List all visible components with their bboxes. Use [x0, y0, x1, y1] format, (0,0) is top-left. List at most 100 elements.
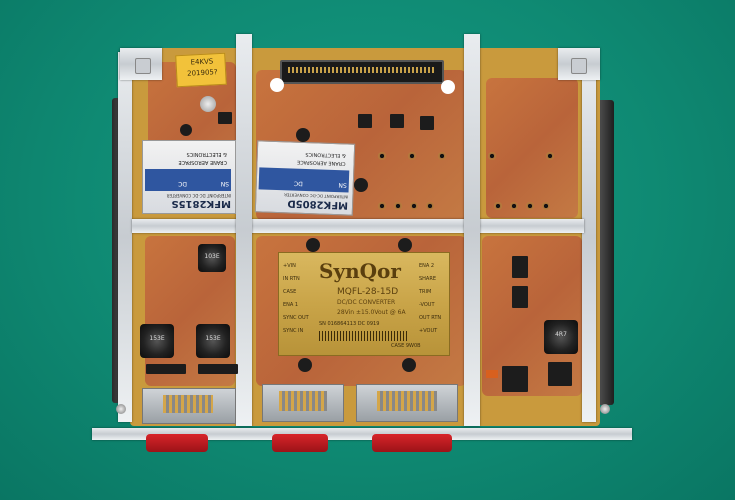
via-5 [394, 202, 402, 210]
module-left-line3: & ELECTRONICS [186, 151, 227, 157]
module-left-text: MFK2815S INTERPOINT DC-DC CONVERTER CRAN… [145, 143, 231, 209]
frame-horizontal-bar [132, 219, 584, 233]
synqor-case: CASE 9W0B [391, 343, 421, 349]
synqor-pin-left-5: SYNC OUT [283, 315, 309, 321]
via-7 [426, 202, 434, 210]
synqor-logo: SynQor [319, 259, 401, 283]
capacitor-black-2 [354, 178, 368, 192]
dsub-connector-left [142, 388, 236, 424]
via-12 [526, 202, 534, 210]
inductor-1: 103E [198, 244, 226, 272]
synqor-pin-right-4: -VOUT [419, 302, 435, 308]
via-9 [546, 152, 554, 160]
capacitor-black-6 [402, 358, 416, 372]
module-left-line2: CRANE AEROSPACE [178, 159, 227, 165]
dsub-connector-right [356, 384, 458, 422]
tape-label-line1: E4KVS [190, 57, 214, 67]
red-dust-cover-mid [272, 434, 328, 452]
module-left-line1: INTERPOINT DC-DC CONVERTER [166, 193, 231, 198]
ic-bottom-right-1 [512, 256, 528, 278]
synqor-pins-right: ENA 2 SHARE TRIM -VOUT OUT RTN +VOUT [419, 263, 447, 341]
synqor-pin-left-2: IN RTN [283, 276, 300, 282]
module-left-brand: MFK2815S [171, 198, 231, 209]
copper-zone-top-right [486, 78, 578, 218]
synqor-model: MQFL-28-15D [337, 287, 399, 297]
base-plate [92, 428, 632, 440]
backplane-connector [280, 60, 444, 84]
red-dust-cover-left [146, 434, 208, 452]
synqor-pin-right-5: OUT RTN [419, 315, 442, 321]
via-1 [378, 152, 386, 160]
capacitor-black-4 [398, 238, 412, 252]
synqor-pin-left-6: SYNC IN [283, 328, 304, 334]
frame-vertical-bar-left [236, 34, 252, 426]
via-13 [542, 202, 550, 210]
inductor-2-label: 153E [149, 335, 165, 342]
frame-left [118, 52, 132, 422]
synqor-pin-right-2: SHARE [419, 276, 436, 282]
module-left-sn: SN [220, 180, 229, 187]
synqor-pin-right-1: ENA 2 [419, 263, 435, 269]
module-mid-sn: SN [338, 181, 347, 189]
ic-top-mid-1 [358, 114, 372, 128]
synqor-pin-left-1: +VIN [283, 263, 296, 269]
tape-label: E4KVS 201905? [175, 52, 227, 88]
inductor-4-label: 4R7 [555, 331, 567, 338]
corner-hole-left [135, 58, 151, 74]
ic-bottom-right-2 [512, 286, 528, 308]
ic-bottom-left-row-2 [198, 364, 238, 374]
dsub-connector-mid [262, 384, 344, 422]
frame-right [582, 52, 596, 422]
via-4 [378, 202, 386, 210]
via-2 [408, 152, 416, 160]
synqor-barcode [319, 331, 409, 341]
inductor-2: 153E [140, 324, 174, 358]
ic-bottom-right-3 [502, 366, 528, 392]
ic-top-left [218, 112, 232, 124]
connector-post-left [270, 78, 284, 92]
synqor-pins-left: +VIN IN RTN CASE ENA 1 SYNC OUT SYNC IN [283, 263, 323, 341]
capacitor-black-5 [298, 358, 312, 372]
module-mid-line3: & ELECTRONICS [305, 151, 346, 159]
capacitor-black-1 [296, 128, 310, 142]
synqor-line2: DC/DC CONVERTER [337, 299, 396, 306]
frame-vertical-bar-right [464, 34, 480, 426]
dc-converter-module-mid: MFK2805D INTERPOINT DC-DC CONVERTER CRAN… [254, 140, 356, 216]
corner-hole-right [571, 58, 587, 74]
via-10 [494, 202, 502, 210]
synqor-converter-module: SynQor MQFL-28-15D DC/DC CONVERTER 28Vin… [278, 252, 450, 356]
synqor-pin-left-4: ENA 1 [283, 302, 299, 308]
capacitor-top-left [200, 96, 216, 112]
synqor-pin-right-6: +VOUT [419, 328, 438, 334]
dc-converter-module-left: MFK2815S INTERPOINT DC-DC CONVERTER CRAN… [142, 140, 236, 214]
synqor-pin-left-3: CASE [283, 289, 297, 295]
screw-right [600, 404, 610, 414]
ic-top-left-2 [180, 124, 192, 136]
via-3 [438, 152, 446, 160]
module-mid-text: MFK2805D INTERPOINT DC-DC CONVERTER CRAN… [258, 143, 350, 211]
synqor-line3: 28Vin ±15.0Vout @ 6A [337, 309, 406, 316]
inductor-3: 153E [196, 324, 230, 358]
synqor-pin-right-3: TRIM [419, 289, 432, 295]
module-left-dc: DC [178, 180, 187, 187]
ic-bottom-left-row [146, 364, 186, 374]
ic-top-mid-3 [420, 116, 434, 130]
module-mid-line2: CRANE AEROSPACE [296, 158, 346, 167]
capacitor-black-3 [306, 238, 320, 252]
inductor-3-label: 153E [205, 335, 221, 342]
capacitor-orange-1 [486, 370, 498, 378]
via-11 [510, 202, 518, 210]
connector-post-right [441, 80, 455, 94]
inductor-4: 4R7 [544, 320, 578, 354]
via-8 [488, 152, 496, 160]
inductor-1-label: 103E [204, 253, 220, 260]
ic-bottom-right-4 [548, 362, 572, 386]
tape-label-line2: 201905? [186, 68, 218, 78]
synqor-serial: SN 016864113 DC 0919 [319, 321, 380, 327]
module-mid-dc: DC [293, 179, 303, 187]
red-dust-cover-right [372, 434, 452, 452]
via-6 [410, 202, 418, 210]
screw-left [116, 404, 126, 414]
ic-top-mid-2 [390, 114, 404, 128]
